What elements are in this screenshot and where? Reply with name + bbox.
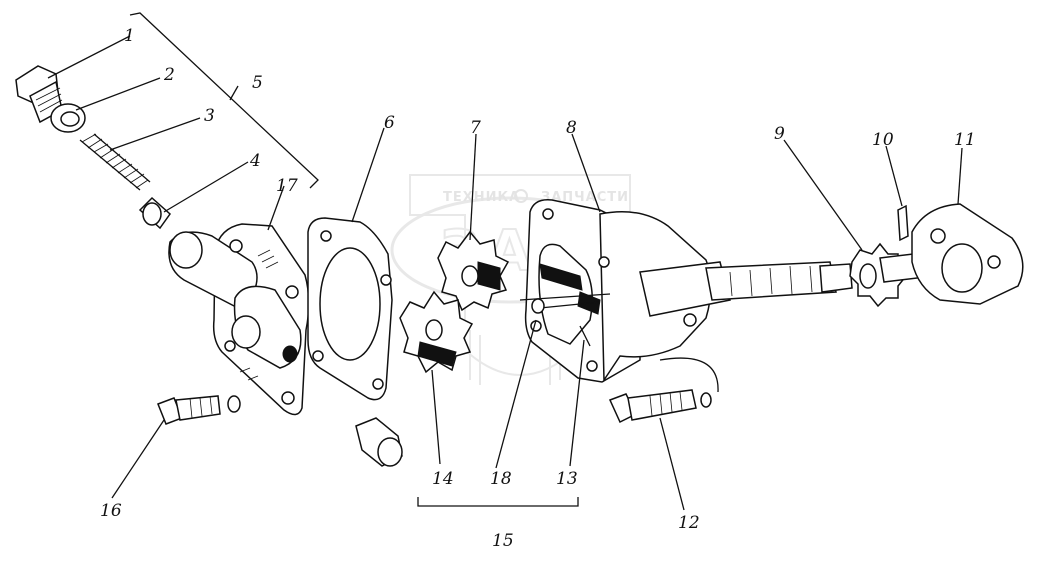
part-drain-plug: [355, 417, 403, 467]
leader-lines: [47, 35, 963, 511]
part-long-bolt: [608, 357, 719, 424]
callout-2: 2: [163, 65, 175, 85]
callout-1: 1: [124, 26, 135, 46]
callout-8: 8: [566, 118, 577, 138]
part-gasket: [307, 217, 393, 401]
part-pump-cover: [168, 223, 310, 416]
callout-11: 11: [954, 130, 976, 150]
callout-6: 6: [384, 113, 395, 133]
part-driving-gear: [399, 290, 474, 374]
gear-icon: [514, 189, 528, 203]
part-mounting-plate: [911, 203, 1024, 305]
watermark-left-text: ТЕХНИКА: [443, 190, 520, 205]
part-short-bolt: [157, 395, 241, 425]
part-spring: [79, 133, 151, 191]
part-driven-gear: [437, 230, 510, 312]
callout-17: 17: [276, 176, 298, 196]
part-valve-plunger: [138, 196, 172, 230]
callout-13: 13: [556, 469, 578, 489]
watermark-right-text: ЗАПЧАСТИ: [541, 190, 629, 205]
callouts: 1 2 3 4 5 6 7 8 9 10 11 12 13 14 15 16 1…: [100, 26, 976, 551]
callout-7: 7: [470, 118, 481, 138]
part-washer: [50, 103, 86, 133]
bracket-group-5: [129, 12, 319, 189]
callout-4: 4: [249, 151, 261, 171]
callout-9: 9: [774, 124, 785, 144]
callout-3: 3: [204, 106, 215, 126]
callout-18: 18: [490, 469, 512, 489]
callout-14: 14: [432, 469, 454, 489]
callout-15: 15: [492, 531, 514, 551]
callout-16: 16: [100, 501, 122, 521]
callout-12: 12: [678, 513, 700, 533]
callout-5: 5: [252, 73, 263, 93]
bracket-group-15: [417, 497, 579, 507]
part-pin: [897, 204, 909, 242]
part-pump-body: [519, 199, 853, 383]
callout-10: 10: [872, 130, 894, 150]
